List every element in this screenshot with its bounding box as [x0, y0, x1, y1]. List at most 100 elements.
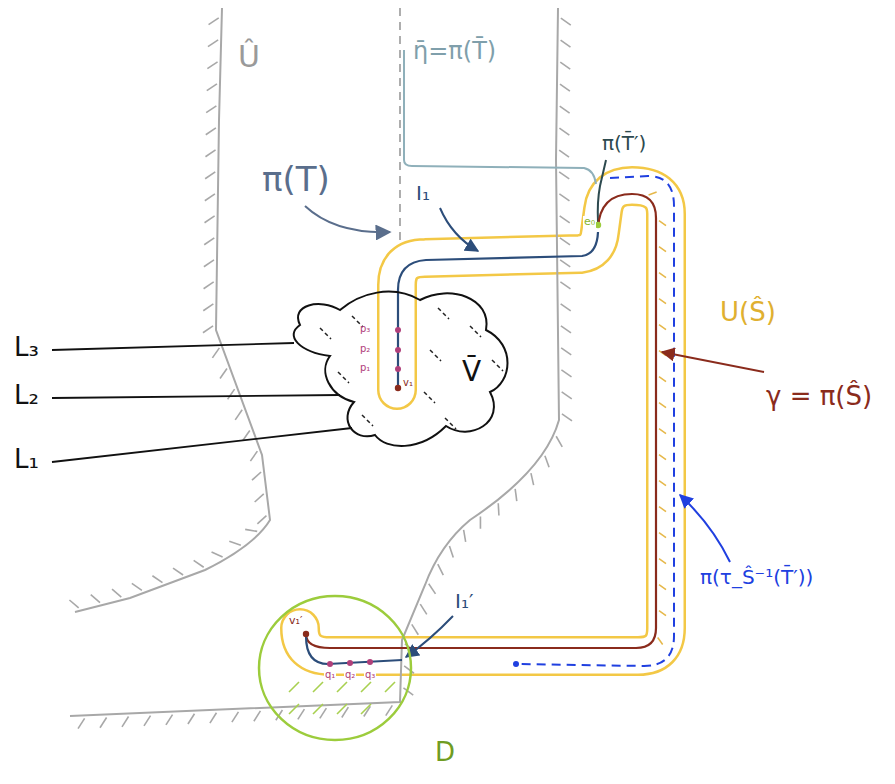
hatch-tick: [515, 489, 517, 501]
hatch-tick: [289, 704, 299, 714]
hatch-tick: [207, 84, 217, 91]
hatch-tick: [205, 194, 215, 201]
curve-label: I₁: [416, 182, 430, 205]
point-label: q₃: [364, 669, 376, 681]
hatch-tick: [560, 282, 570, 289]
hatch-tick: [144, 716, 151, 726]
point-dot: [513, 661, 519, 667]
hatch-tick: [69, 600, 78, 608]
point-dot: [395, 327, 401, 333]
point-label: p₁: [360, 362, 370, 374]
hatch-tick: [209, 18, 219, 25]
hatch-tick: [560, 238, 570, 245]
hatch-tick: [658, 637, 663, 644]
dashed-curve: [399, 8, 401, 246]
hatch-tick: [562, 414, 572, 421]
hatch-tick: [298, 709, 305, 719]
hatch-tick: [659, 273, 666, 278]
point-dot: [303, 631, 309, 637]
hatch-tick: [464, 530, 466, 542]
hatch-tick: [385, 682, 395, 692]
hatch-tick: [561, 18, 571, 25]
hatch-tick: [497, 503, 499, 515]
point-dot: [327, 661, 333, 667]
hatch-tick: [188, 714, 195, 724]
leader-line: [52, 428, 352, 462]
hatch-tick: [206, 106, 216, 113]
hatch-tick: [78, 718, 85, 728]
hatch-tick: [212, 552, 223, 557]
band-interior: [300, 186, 666, 656]
hatch-group: [69, 18, 266, 608]
hatch-tick: [194, 560, 204, 567]
point-dot: [347, 660, 353, 666]
region-name: D: [435, 738, 455, 768]
hatch-tick: [429, 584, 436, 594]
leader-line: [52, 343, 294, 350]
hatch-tick: [255, 494, 264, 502]
region-boundary: [70, 8, 559, 716]
hatch-tick: [362, 415, 373, 426]
hatch-tick: [250, 451, 257, 461]
hatch-tick: [438, 308, 449, 319]
point-label: v₁: [403, 377, 413, 389]
hatch-tick: [206, 128, 216, 135]
point-label: p₃: [360, 323, 370, 335]
hatch-tick: [659, 403, 666, 408]
hatch-tick: [204, 238, 214, 245]
interval-curve: [398, 232, 598, 390]
hatch-tick: [556, 436, 562, 447]
hatch-tick: [560, 216, 570, 223]
hatch-tick: [480, 516, 482, 528]
hatch-tick: [659, 299, 666, 304]
hatch-tick: [449, 546, 453, 558]
hatch-tick: [404, 666, 414, 673]
hatch-tick: [203, 304, 213, 311]
hatch-tick: [173, 568, 183, 575]
hatch-tick: [659, 221, 666, 226]
hatch-tick: [430, 350, 441, 361]
hatch-tick: [561, 326, 571, 333]
hatch-tick: [210, 713, 217, 723]
band-group: [300, 186, 666, 656]
point-dot: [395, 347, 401, 353]
curve-label: I₁′: [455, 590, 473, 613]
hatch-tick: [320, 328, 331, 339]
hatch-tick: [232, 712, 239, 722]
hatch-tick: [659, 611, 666, 616]
hatch-tick: [659, 455, 666, 460]
region-name: V̄: [462, 356, 481, 388]
hatch-tick: [245, 529, 257, 531]
hatch-tick: [166, 715, 173, 725]
hatch-tick: [470, 326, 481, 337]
hatch-tick: [659, 377, 666, 382]
hatch-tick: [562, 392, 572, 399]
hatch-tick: [412, 624, 419, 634]
hatch-tick: [659, 429, 666, 434]
line-label: L₁: [14, 445, 39, 475]
projected-curve: [404, 50, 596, 184]
gamma-curve: [306, 194, 656, 648]
hatch-tick: [559, 150, 569, 157]
point-dot: [395, 366, 401, 372]
hatch-tick: [257, 516, 266, 524]
hatch-tick: [122, 717, 129, 727]
hatch-group: [78, 18, 572, 729]
hatch-tick: [212, 348, 219, 358]
point-label: e₀: [583, 216, 596, 229]
hatch-tick: [313, 682, 323, 692]
hatch-tick: [559, 172, 569, 179]
curve-label: γ = π(Ŝ): [766, 382, 872, 412]
hatch-tick: [545, 456, 549, 467]
hatch-tick: [152, 576, 162, 583]
leader-arrow: [662, 352, 764, 372]
hatch-tick: [228, 389, 235, 399]
hatch-tick: [205, 172, 215, 179]
hatch-tick: [361, 704, 371, 714]
hatch-tick: [560, 106, 570, 113]
hatch-tick: [559, 128, 569, 135]
region-outline: [294, 292, 508, 446]
region-boundary: [75, 8, 270, 612]
interval-curve: [306, 636, 402, 664]
hatch-group: [289, 682, 395, 714]
